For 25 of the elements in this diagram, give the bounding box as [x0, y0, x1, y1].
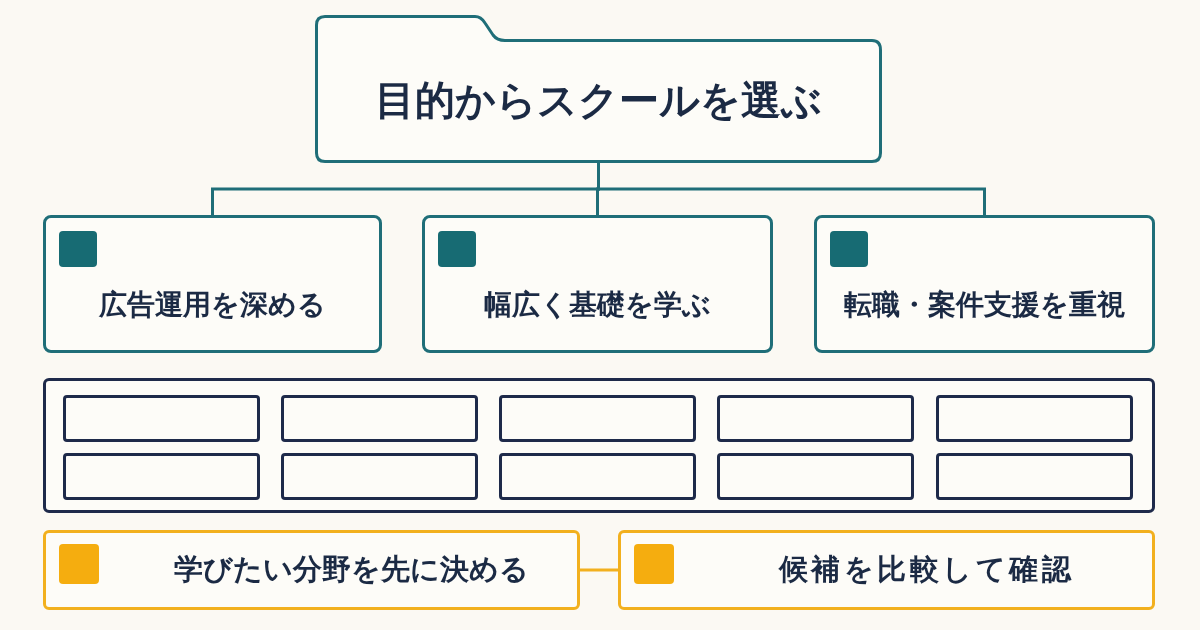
- node-label: 目的からスクールを選ぶ: [375, 77, 822, 123]
- node-label: 幅広く基礎を学ぶ: [484, 287, 711, 323]
- step-card: [618, 530, 1155, 610]
- category-card: [43, 215, 382, 353]
- empty-cell-box: [63, 395, 260, 442]
- empty-cell-box: [936, 453, 1133, 500]
- table-panel: [43, 378, 1155, 513]
- empty-cell-box: [281, 395, 478, 442]
- category-card: [422, 215, 773, 353]
- empty-cell-box: [936, 395, 1133, 442]
- node-label: 広告運用を深める: [99, 287, 326, 323]
- node-label: 候補を比較して確認: [778, 551, 1075, 589]
- connector-line: [580, 568, 618, 572]
- connector-line: [597, 163, 986, 215]
- node-label: 転職・案件支援を重視: [844, 287, 1125, 323]
- empty-cell-box: [499, 395, 696, 442]
- empty-cell-box: [281, 453, 478, 500]
- empty-cell-box: [717, 395, 914, 442]
- empty-cell-box: [63, 453, 260, 500]
- node-label: 学びたい分野を先に決める: [174, 551, 529, 589]
- empty-cell-box: [717, 453, 914, 500]
- category-card: [814, 215, 1155, 353]
- empty-cell-box: [499, 453, 696, 500]
- step-card: [43, 530, 580, 610]
- folder-box: [315, 15, 882, 163]
